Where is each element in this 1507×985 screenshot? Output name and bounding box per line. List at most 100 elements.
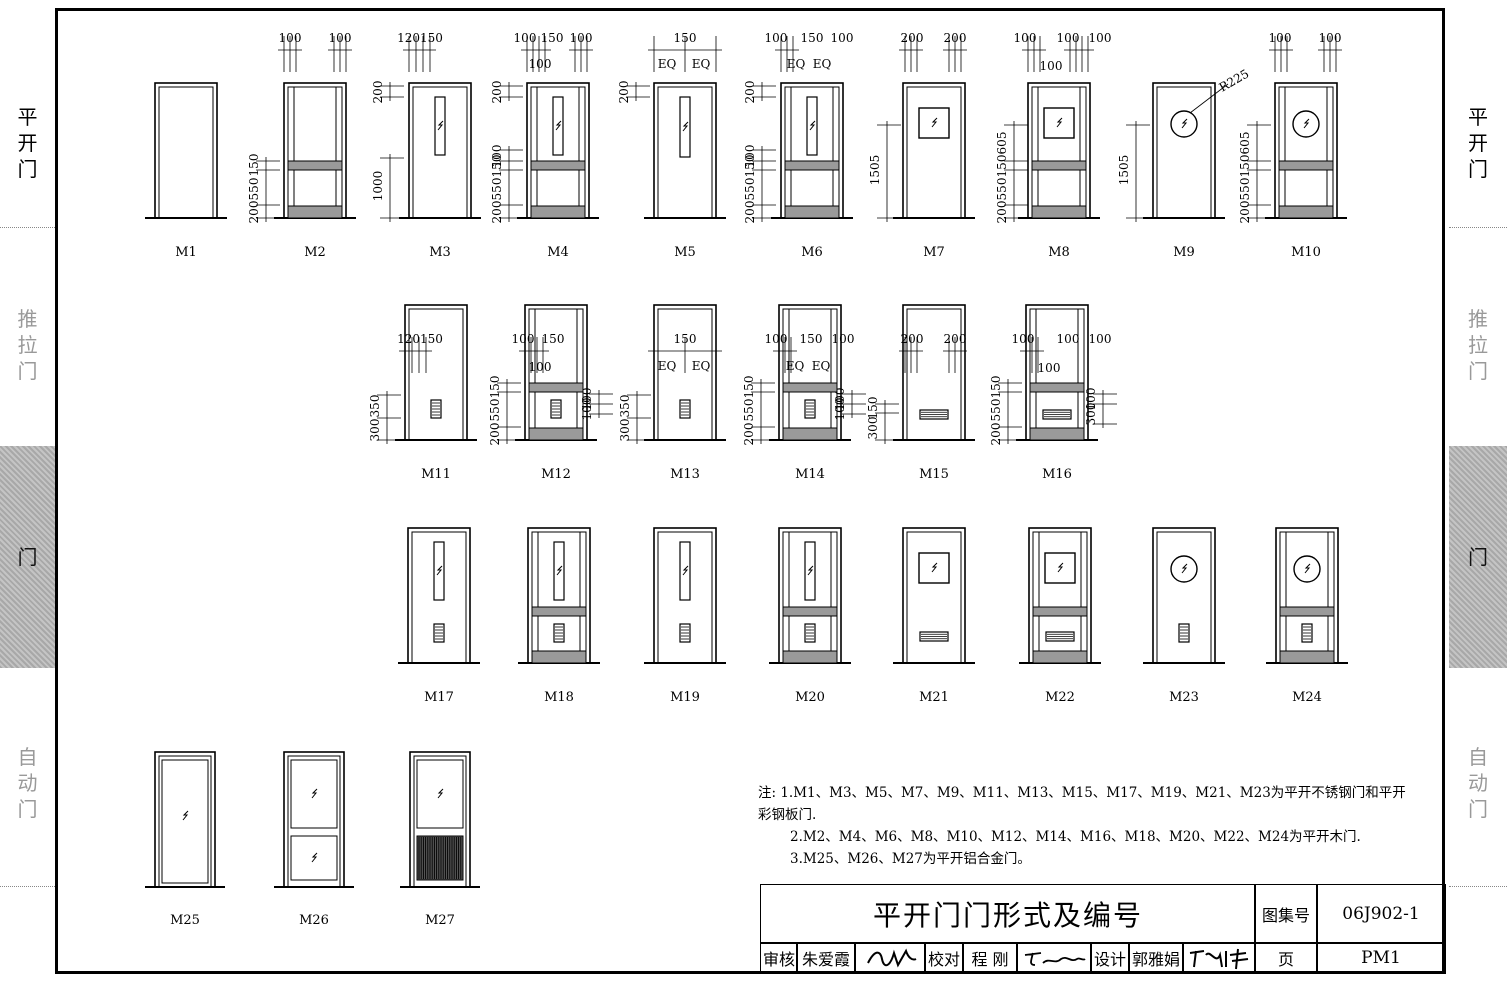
bottom-rail xyxy=(1032,650,1088,664)
dimension-text: EQ xyxy=(786,359,805,373)
mid-rail xyxy=(784,160,840,171)
dimension-text: 150 xyxy=(866,397,880,420)
dimension-text: 200 xyxy=(1238,201,1252,224)
door-m23: M23 xyxy=(1143,527,1225,705)
notes: 注: 1.M1、M3、M5、M7、M9、M11、M13、M15、M17、M19、… xyxy=(758,782,1418,870)
door-label: M2 xyxy=(304,245,326,260)
mid-rail xyxy=(530,160,586,171)
dimension-text: 550 xyxy=(488,399,502,422)
tab-label: 推拉门 xyxy=(1468,306,1488,383)
dimension-text: 1505 xyxy=(868,155,882,186)
mid-rail xyxy=(531,606,587,617)
door-label: M23 xyxy=(1169,690,1199,705)
door-frame xyxy=(283,751,345,888)
dimension-text: 200 xyxy=(371,81,385,104)
dimension-text: 100 xyxy=(832,332,855,346)
left-tab-swing-door[interactable]: 平开门 xyxy=(0,60,55,225)
mid-rail xyxy=(528,382,584,393)
checker-name: 程 刚 xyxy=(962,942,1018,974)
dimension-text: 120150 xyxy=(397,332,443,346)
note-line-2: 彩钢板门. xyxy=(758,807,817,823)
left-tab-sliding-door[interactable]: 推拉门 xyxy=(0,262,55,427)
dimension-text: 100 xyxy=(1089,31,1112,45)
door-label: M19 xyxy=(670,690,700,705)
mid-rail xyxy=(287,160,343,171)
left-tab-automatic-door[interactable]: 自动门 xyxy=(0,700,55,865)
dimension-text: 200 xyxy=(989,423,1003,446)
bottom-rail xyxy=(1029,427,1085,441)
door-label: M1 xyxy=(175,245,197,260)
glass-mark-icon xyxy=(807,565,814,576)
glass-mark-icon xyxy=(682,121,689,132)
tab-divider xyxy=(0,886,55,887)
dimension-text: 605 xyxy=(995,132,1009,155)
bottom-rail xyxy=(782,650,838,664)
door-m16: M16 xyxy=(1016,304,1098,482)
reviewer-name: 朱爱霞 xyxy=(796,942,856,974)
door-label: M26 xyxy=(299,913,329,928)
glass-mark-icon xyxy=(931,117,938,128)
dimension-text: 150 xyxy=(742,376,756,399)
glass-mark-icon xyxy=(931,562,938,573)
door-label: M16 xyxy=(1042,467,1072,482)
bottom-rail xyxy=(1279,650,1335,664)
dimension-text: 200 xyxy=(743,201,757,224)
door-label: M7 xyxy=(923,245,945,260)
door-leaf xyxy=(413,755,467,888)
vision-glass xyxy=(806,96,818,156)
door-leaf xyxy=(1032,531,1088,664)
door-label: M11 xyxy=(421,467,451,482)
dimension-text: 150 xyxy=(989,376,1003,399)
door-leaf xyxy=(1031,86,1087,219)
right-tab-sliding-door[interactable]: 推拉门 xyxy=(1449,262,1507,427)
tab-divider xyxy=(1449,886,1507,887)
door-leaf xyxy=(528,308,584,441)
door-frame xyxy=(1275,527,1339,664)
signature-icon xyxy=(1024,952,1086,966)
note-line-1: 注: 1.M1、M3、M5、M7、M9、M11、M13、M15、M17、M19、… xyxy=(758,785,1406,801)
right-tab-door[interactable]: 门 xyxy=(1449,446,1507,668)
door-m27: M27 xyxy=(400,751,480,928)
door-leaf xyxy=(158,755,212,888)
dimension-text: 150 xyxy=(800,332,823,346)
dimension-text: 100 xyxy=(514,31,537,45)
door-m6: M6 xyxy=(771,82,853,260)
door-label: M17 xyxy=(424,690,454,705)
door-label: M15 xyxy=(919,467,949,482)
vision-glass xyxy=(552,96,564,156)
tab-label: 门 xyxy=(1468,545,1488,569)
glass-mark-icon xyxy=(1181,118,1188,129)
door-leaf xyxy=(657,531,713,664)
door-leaf xyxy=(1279,531,1335,664)
designer-name: 郭雅娟 xyxy=(1128,942,1184,974)
door-m13: M13 xyxy=(644,304,726,482)
design-label: 设计 xyxy=(1090,942,1130,974)
right-tab-automatic-door[interactable]: 自动门 xyxy=(1449,700,1507,865)
dimension-text: 150 xyxy=(995,155,1009,178)
dimension-text: 200 xyxy=(490,201,504,224)
door-frame xyxy=(1027,82,1091,219)
left-tab-door[interactable]: 门 xyxy=(0,446,55,668)
door-m25: M25 xyxy=(145,751,225,928)
dimension-text: 605 xyxy=(1238,132,1252,155)
door-frame xyxy=(902,527,966,664)
door-m14: M14 xyxy=(769,304,851,482)
right-tab-swing-door[interactable]: 平开门 xyxy=(1449,60,1507,225)
dimension-text: 100 xyxy=(831,31,854,45)
dimension-text: 100 xyxy=(765,332,788,346)
tab-label: 平开门 xyxy=(17,104,38,181)
dimension-text: 150 xyxy=(674,332,697,346)
dimension-text: 300 xyxy=(1084,403,1098,426)
vision-glass xyxy=(679,541,691,601)
dimension-text: EQ xyxy=(692,57,711,71)
door-leaf xyxy=(657,86,713,219)
door-leaf xyxy=(1278,86,1334,219)
bottom-rail xyxy=(531,650,587,664)
dimension-text: 350 xyxy=(368,395,382,418)
dimension-text: 300 xyxy=(368,419,382,442)
dimension-text: 200 xyxy=(901,332,924,346)
page-number: PM1 xyxy=(1316,942,1446,974)
glass-mark-icon xyxy=(182,810,189,821)
glass-mark-icon xyxy=(1181,563,1188,574)
tab-label: 门 xyxy=(17,545,38,569)
